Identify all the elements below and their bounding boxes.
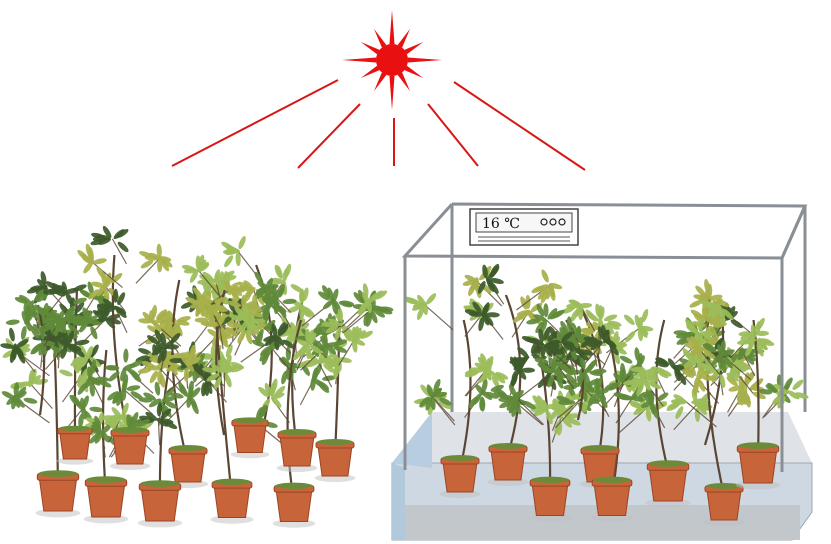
sun-spike <box>389 76 394 110</box>
flower-pot <box>488 443 529 486</box>
flower-pot <box>315 439 356 482</box>
flower-pot <box>57 426 94 465</box>
sun-spike <box>398 29 410 48</box>
flower-pot <box>646 460 691 507</box>
flower-pot <box>231 417 270 458</box>
greenhouse-plant-group <box>403 263 809 526</box>
sun-spike <box>404 42 423 54</box>
sun-rays <box>172 80 585 170</box>
sun-ray <box>428 104 478 166</box>
frame-top <box>405 204 805 258</box>
flower-pot <box>211 479 254 524</box>
flower-pot <box>277 429 318 472</box>
flower-pot <box>529 477 572 522</box>
sun-spike <box>398 72 410 91</box>
sun-spike <box>361 42 380 54</box>
thermometer-panel: 16 ℃ <box>470 209 578 245</box>
sun-spike <box>361 66 380 78</box>
sun-spike <box>342 57 376 62</box>
flower-pot <box>704 483 745 526</box>
sun-spike <box>374 29 386 48</box>
flower-pot <box>273 483 316 528</box>
flower-pot <box>736 442 781 489</box>
sun-ray <box>454 82 585 170</box>
flower-pot <box>36 470 81 517</box>
sun-ray <box>298 104 360 168</box>
sun-core <box>376 44 408 76</box>
flower-pot <box>440 455 481 498</box>
tray-inner-left <box>392 412 432 468</box>
sun-spike <box>408 57 442 62</box>
frame-top-right-edge <box>782 206 805 258</box>
flower-pot <box>138 480 183 527</box>
flower-pot <box>110 427 151 470</box>
sun-icon <box>342 10 442 110</box>
tray-left-wall <box>392 463 405 540</box>
sun-spike <box>389 10 394 44</box>
flower-pot <box>591 477 634 522</box>
open-air-plant-group <box>0 225 394 528</box>
sun-spike <box>404 66 423 78</box>
flower-pot <box>84 476 129 523</box>
temperature-reading: 16 ℃ <box>482 216 520 232</box>
sun-spike <box>374 72 386 91</box>
